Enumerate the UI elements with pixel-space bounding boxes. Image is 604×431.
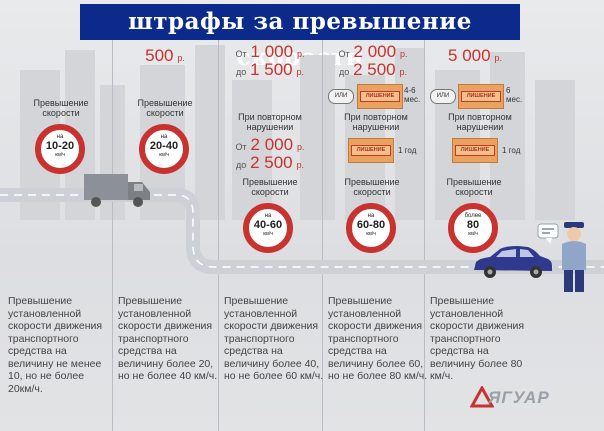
speed-sign-20-40: на 20-40 км/ч (139, 124, 189, 174)
deprivation-stamp: ЛИШЕНИЕ (360, 91, 400, 102)
license-deprivation-icon: ЛИШЕНИЕ (357, 84, 403, 109)
column-divider (424, 290, 425, 431)
speed-label: Превышение скорости (446, 177, 502, 197)
city-skyline-background (20, 45, 575, 220)
repeat-label: При повторном нарушении (238, 112, 302, 132)
sign-prefix: на (367, 213, 375, 219)
watermark-logo: ЯГУАР (488, 388, 550, 407)
fine-from: 2 000 (353, 42, 397, 61)
deprivation-stamp: ЛИШЕНИЕ (351, 145, 391, 156)
fine-unit: р. (296, 160, 305, 170)
license-deprivation-icon: ЛИШЕНИЕ (458, 84, 504, 109)
column-divider (322, 290, 323, 431)
sign-prefix: на (56, 134, 64, 140)
fine-unit: р. (494, 53, 502, 63)
car-icon (474, 246, 552, 278)
speed-label: Превышение скорости (242, 177, 298, 197)
repeat-fine-range: От 2 000 р. до 2 500 р. (219, 135, 321, 173)
fine-amount: 5 000 р. (425, 46, 525, 66)
fine-value: 500 (145, 46, 174, 65)
column-divider (218, 290, 219, 431)
page-title: штрафы за превышение скорости (80, 4, 520, 71)
deprivation-period: 1 год (502, 146, 521, 155)
deprivation-period: 1 год (398, 146, 417, 155)
repeat-to: 2 500 (250, 153, 293, 172)
fine-from: 1 000 (250, 42, 294, 61)
column-divider (112, 290, 113, 431)
sign-value: 10-20 (45, 140, 75, 152)
description-80-plus: Превышение установленной скорости движен… (430, 295, 525, 382)
column-divider (218, 40, 219, 290)
speed-label: Превышение скорости (137, 98, 193, 118)
repeat-label: При повторном нарушении (448, 112, 512, 132)
description-20-40: Превышение установленной скорости движен… (118, 295, 218, 382)
sign-unit: км/ч (263, 231, 273, 237)
sign-value: 20-40 (149, 140, 179, 152)
repeat-label: При повторном нарушении (344, 112, 408, 132)
sign-prefix: на (264, 213, 272, 219)
speed-sign-10-20: на 10-20 км/ч (35, 124, 85, 174)
speed-sign-80: более 80 км/ч (448, 203, 498, 253)
speed-label: Превышение скорости (33, 98, 89, 118)
to-word: до (338, 67, 350, 77)
from-word: От (235, 142, 247, 152)
to-word: до (235, 160, 247, 170)
fine-value: 5 000 (448, 46, 491, 65)
fine-to: 1 500 (250, 60, 293, 79)
description-60-80: Превышение установленной скорости движен… (328, 295, 428, 382)
column-divider (424, 40, 425, 290)
fine-unit: р. (296, 49, 305, 59)
fine-unit: р. (399, 67, 408, 77)
sign-value: 40-60 (253, 219, 283, 231)
fine-range: От 1 000 р. до 1 500 р. (219, 42, 321, 80)
to-word: до (235, 67, 247, 77)
sign-value: 80 (466, 219, 480, 231)
sign-prefix: более (464, 213, 482, 219)
license-deprivation-icon: ЛИШЕНИЕ (452, 138, 498, 163)
deprivation-months: 6 мес. (506, 86, 523, 104)
license-deprivation-icon: ЛИШЕНИЕ (348, 138, 394, 163)
fine-unit: р. (177, 53, 185, 63)
deprivation-stamp: ЛИШЕНИЕ (455, 145, 495, 156)
fine-unit: р. (296, 142, 305, 152)
column-divider (112, 40, 113, 290)
sign-prefix: на (160, 134, 168, 140)
description-10-20: Превышение установленной скорости движен… (8, 295, 103, 395)
sign-unit: км/ч (366, 231, 376, 237)
or-badge: ИЛИ (430, 89, 456, 104)
column-divider (322, 40, 323, 290)
fine-unit: р. (399, 49, 408, 59)
speed-label: Превышение скорости (344, 177, 400, 197)
truck-icon (84, 174, 150, 207)
sign-unit: км/ч (159, 152, 169, 158)
deprivation-months: 4-6 мес. (404, 86, 421, 104)
or-badge: ИЛИ (328, 89, 354, 104)
speed-sign-40-60: на 40-60 км/ч (243, 203, 293, 253)
fine-range: От 2 000 р. до 2 500 р. (323, 42, 423, 80)
fine-to: 2 500 (353, 60, 396, 79)
sign-unit: км/ч (55, 152, 65, 158)
speed-sign-60-80: на 60-80 км/ч (346, 203, 396, 253)
sign-value: 60-80 (356, 219, 386, 231)
police-officer-icon (537, 222, 586, 292)
from-word: От (235, 49, 247, 59)
deprivation-stamp: ЛИШЕНИЕ (461, 91, 501, 102)
fine-amount: 500 р. (113, 46, 217, 66)
description-40-60: Превышение установленной скорости движен… (224, 295, 324, 382)
logo-icon (470, 386, 494, 408)
from-word: От (338, 49, 350, 59)
repeat-from: 2 000 (250, 135, 294, 154)
sign-unit: км/ч (468, 231, 478, 237)
fine-unit: р. (296, 67, 305, 77)
